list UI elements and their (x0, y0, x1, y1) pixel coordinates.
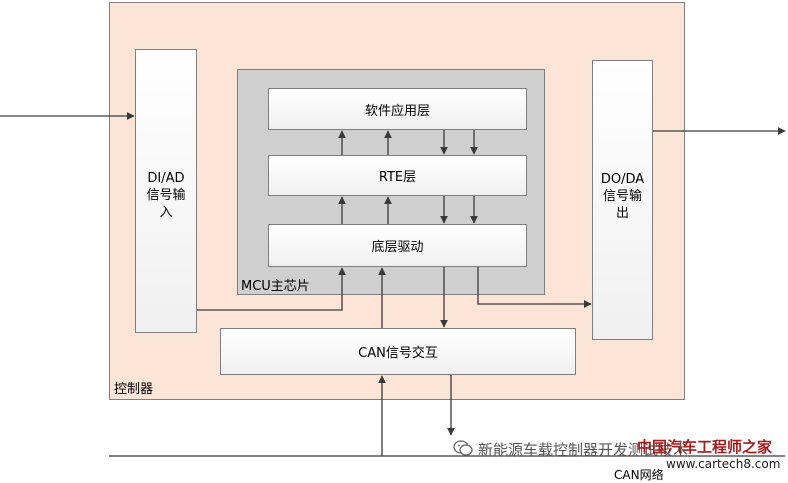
rte-layer: RTE层 (268, 155, 527, 196)
can-network-label: CAN网络 (614, 468, 664, 482)
do-da-output-block: DO/DA 信号输 出 (592, 60, 653, 340)
software-application-layer: 软件应用层 (268, 88, 527, 130)
di-ad-input-block: DI/AD 信号输 入 (135, 49, 197, 333)
controller-label: 控制器 (114, 382, 154, 397)
wechat-icon (453, 439, 473, 457)
arrow-driver-to-doda (477, 267, 592, 308)
driver-layer: 底层驱动 (268, 224, 527, 267)
can-signal-block: CAN信号交互 (220, 328, 576, 375)
site-name: 中国汽车工程师之家 (637, 438, 773, 456)
arrow-diad-to-driver (197, 267, 346, 311)
watermark-text: 新能源车载控制器开发测试技术 (478, 441, 689, 459)
site-url: www.cartech8.com (666, 457, 781, 471)
mcu-label: MCU主芯片 (241, 279, 310, 294)
